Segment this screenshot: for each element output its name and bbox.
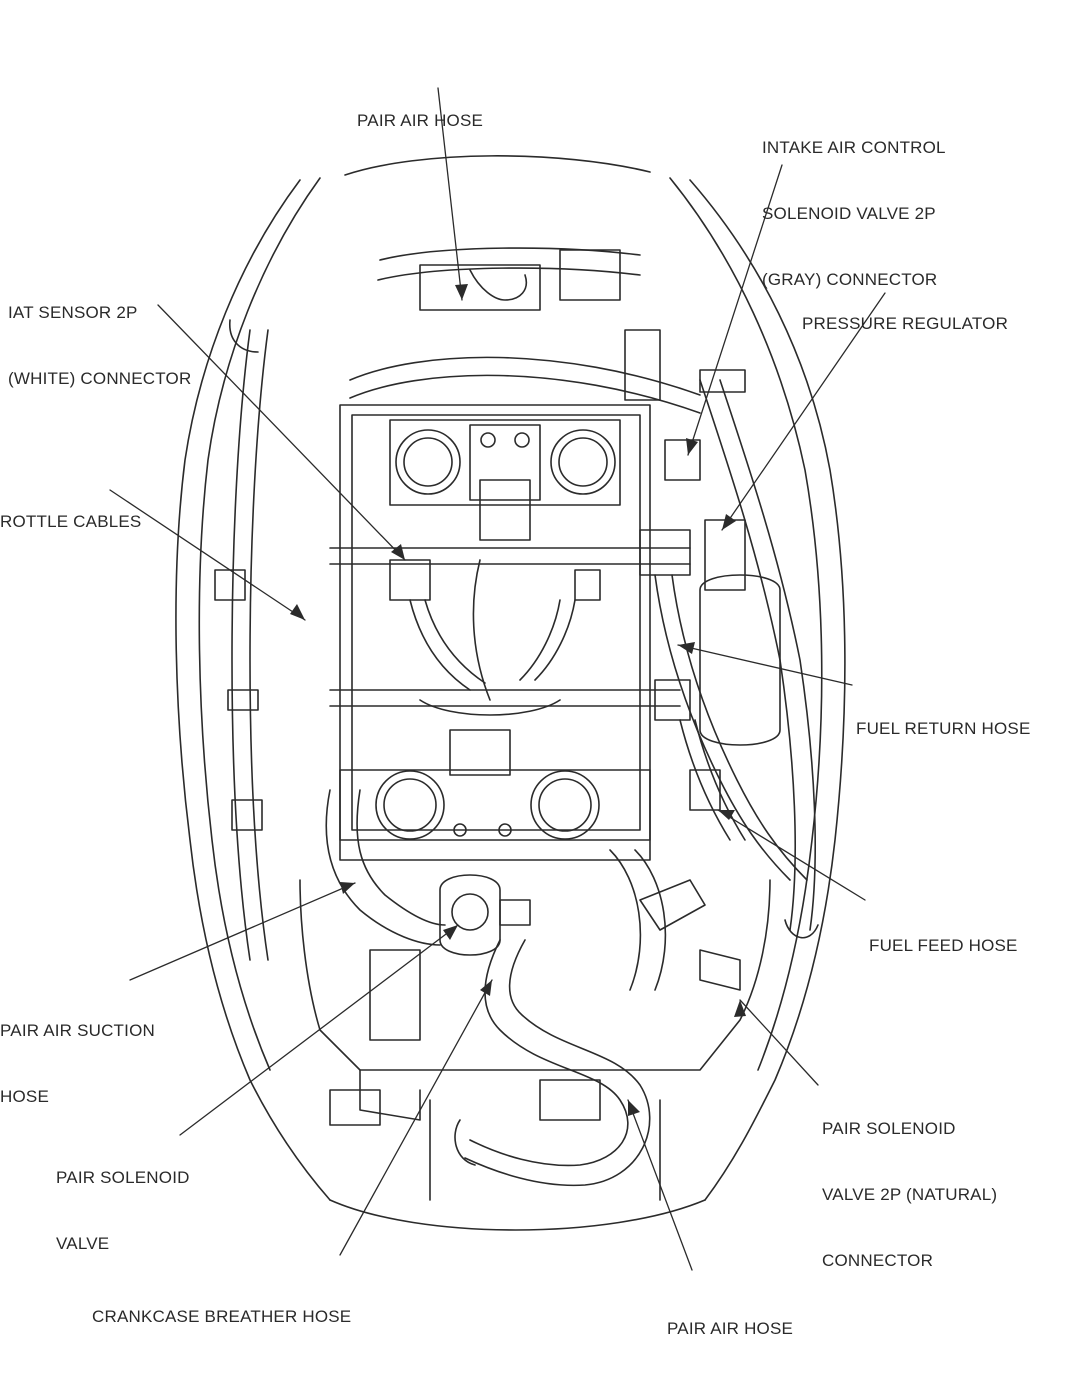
leader-fuel-feed-hose <box>717 809 866 901</box>
label-pair-air-hose-top: PAIR AIR HOSE <box>357 111 484 130</box>
label-throttle-cables: ROTTLE CABLES <box>0 512 142 531</box>
fuel-hoses <box>654 574 808 881</box>
pressure-regulator-shape <box>699 519 781 746</box>
leader-fuel-return-hose <box>677 644 853 686</box>
left-frame-tubes <box>214 319 269 961</box>
throttle-body-block <box>339 404 651 861</box>
label-fuel-return-hose: FUEL RETURN HOSE <box>856 719 1031 738</box>
fuel-rails <box>329 439 701 721</box>
pair-solenoid-valve-shape <box>439 874 741 991</box>
leader-iat-sensor <box>157 304 406 561</box>
crankcase <box>299 879 771 1201</box>
leader-pair-air-hose-bottom <box>627 1099 693 1271</box>
upper-hoses <box>349 247 701 414</box>
leader-pair-solenoid-valve-connector <box>739 999 819 1086</box>
lower-hoses <box>325 789 667 1187</box>
label-pressure-regulator: PRESSURE REGULATOR <box>802 314 1009 333</box>
label-fuel-feed-hose: FUEL FEED HOSE <box>869 936 1018 955</box>
leader-lines <box>109 87 886 1271</box>
frame-outline <box>175 155 846 1231</box>
leader-pressure-regulator <box>721 292 886 531</box>
arrowheads <box>290 284 746 1116</box>
label-iat-sensor: IAT SENSOR 2P (WHITE) CONNECTOR <box>8 303 192 388</box>
leader-intake-air-control <box>687 164 783 456</box>
label-intake-air-control: INTAKE AIR CONTROL SOLENOID VALVE 2P (GR… <box>762 138 946 289</box>
label-pair-air-hose-bottom: PAIR AIR HOSE <box>667 1319 794 1338</box>
leader-pair-air-suction-hose <box>129 882 356 981</box>
leader-pair-air-hose-top <box>437 87 463 301</box>
leader-pair-solenoid-valve <box>179 924 459 1136</box>
label-pair-air-suction-hose: PAIR AIR SUCTION HOSE <box>0 1021 155 1106</box>
leader-crankcase-breather-hose <box>339 979 493 1256</box>
label-pair-solenoid-valve: PAIR SOLENOID VALVE <box>56 1168 190 1253</box>
label-pair-solenoid-valve-connector: PAIR SOLENOID VALVE 2P (NATURAL) CONNECT… <box>822 1119 998 1270</box>
label-crankcase-breather-hose: CRANKCASE BREATHER HOSE <box>92 1307 352 1326</box>
leader-throttle-cables <box>109 489 306 621</box>
internal-hoses <box>409 559 576 716</box>
